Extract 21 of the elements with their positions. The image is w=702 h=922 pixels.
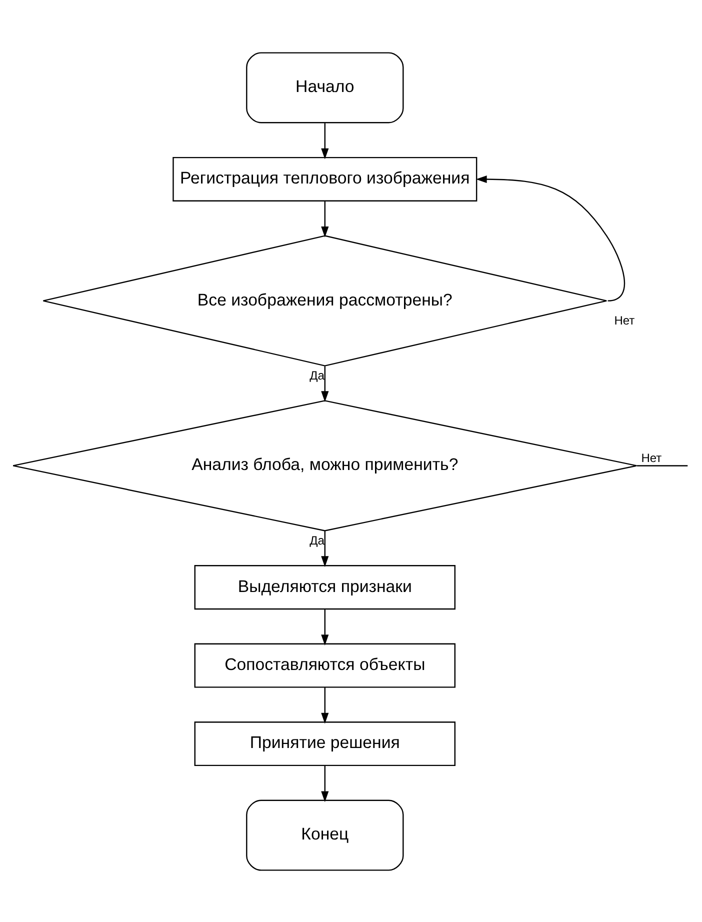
arrow [476, 174, 626, 301]
arrow [321, 200, 329, 237]
arrow [321, 122, 329, 159]
arrow [321, 765, 329, 802]
arrow [321, 608, 329, 645]
edge-label: Да [310, 532, 324, 547]
node-box: Начало [246, 52, 404, 123]
arrow [321, 686, 329, 724]
edge-label: Нет [641, 450, 662, 465]
node-box: Сопоставляются объекты [194, 642, 456, 688]
node-box: Выделяются признаки [194, 564, 456, 610]
arrow [321, 366, 329, 402]
connector [636, 464, 688, 466]
arrow [321, 530, 329, 566]
node-diamond: Анализ блоба, можно применить? [12, 400, 638, 531]
edge-label: Нет [614, 312, 635, 327]
node-box: Регистрация теплового изображения [172, 156, 478, 201]
node-diamond: Все изображения рассмотрены? [42, 234, 608, 366]
node-box: Конец [246, 799, 404, 870]
node-box: Принятие решения [194, 721, 456, 766]
edge-label: Да [310, 368, 324, 382]
